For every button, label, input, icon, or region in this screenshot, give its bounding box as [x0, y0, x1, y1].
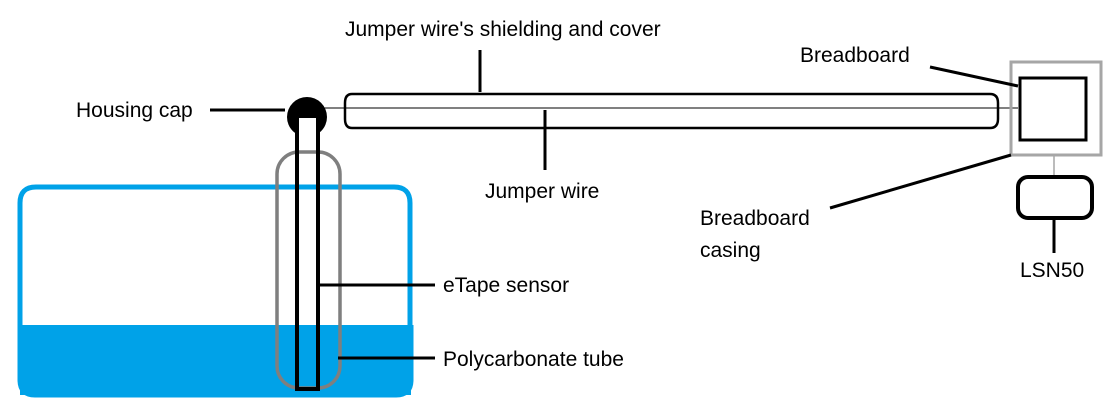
housing-cap-slot — [299, 118, 316, 140]
lsn50-device — [1016, 175, 1094, 220]
leader-breadboard-casing — [829, 153, 1012, 210]
leader-breadboard — [929, 65, 1019, 88]
tank-outline — [17, 184, 413, 325]
breadboard — [1018, 76, 1088, 142]
label-breadboard-casing-line1: Breadboard — [700, 207, 810, 230]
label-breadboard: Breadboard — [800, 44, 910, 67]
label-jumper-wire: Jumper wire — [485, 180, 599, 203]
label-shielding: Jumper wire's shielding and cover — [345, 18, 661, 41]
jumper-wire-shielding — [343, 92, 1000, 130]
label-housing-cap: Housing cap — [76, 99, 193, 122]
water-tank — [17, 184, 414, 398]
label-polycarbonate-tube: Polycarbonate tube — [443, 348, 624, 371]
breadboard-casing — [1009, 60, 1103, 157]
tank-bottom-edge — [17, 325, 414, 398]
leader-lines — [210, 50, 1056, 360]
label-breadboard-casing-line2: casing — [700, 239, 761, 262]
label-etape-sensor: eTape sensor — [443, 274, 569, 297]
label-lsn50: LSN50 — [1020, 259, 1084, 282]
